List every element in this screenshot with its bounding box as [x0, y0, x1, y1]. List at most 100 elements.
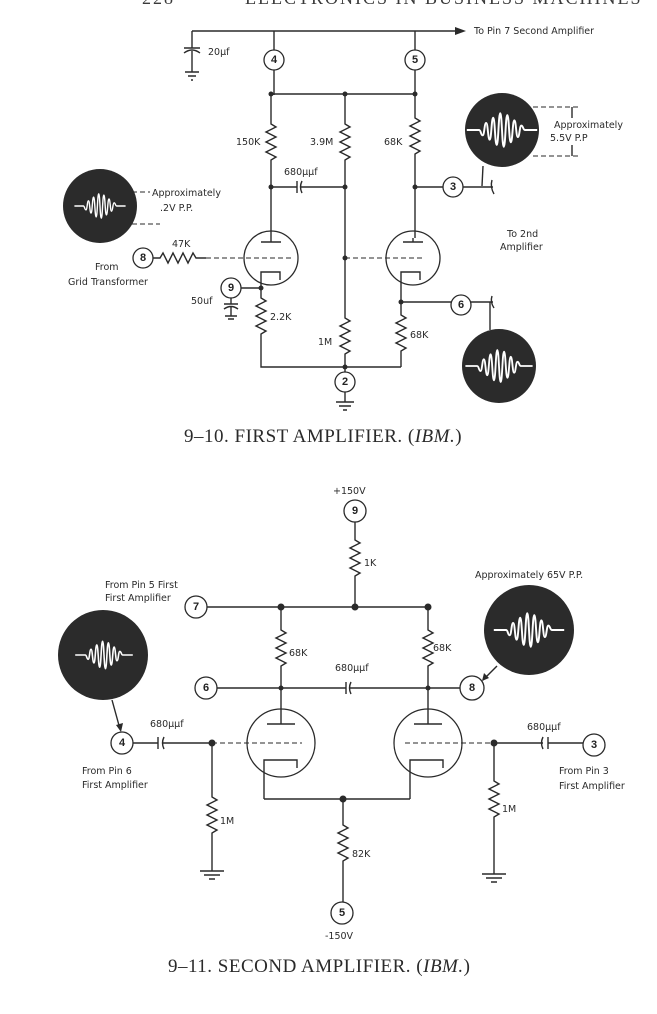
resistor-47k-label: 47K [172, 239, 191, 250]
pin-5 [404, 49, 426, 71]
resistor-1m-label: 1M [318, 337, 332, 348]
amplitude-marker [533, 106, 578, 157]
capacitor-680-left-label: 680μμf [150, 719, 184, 730]
resistor-68k-plate-label: 68K [384, 137, 403, 148]
resistor-1k-label: 1K [364, 558, 377, 569]
pin-8-label: 8 [140, 252, 146, 264]
resistor-47k [153, 251, 206, 265]
resistor-2-2k [241, 287, 401, 368]
scope-pointer [111, 699, 121, 730]
resistor-150k-label: 150K [236, 137, 261, 148]
arrow-icon [116, 723, 123, 732]
wire-break [490, 179, 495, 195]
supply-wires [273, 31, 416, 95]
resistor-68k-left [274, 607, 288, 712]
pin-3-label: 3 [591, 739, 597, 751]
pin-6 [450, 294, 472, 316]
capacitor-680-right-label: 680μμf [527, 722, 561, 733]
capacitor-680uuf [271, 180, 345, 194]
resistor-1k [348, 522, 362, 607]
resistor-3-9m-label: 3.9M [310, 137, 333, 148]
junction-dot [268, 184, 274, 190]
oscilloscope-trace-input [58, 610, 148, 700]
tube-plate [414, 712, 442, 725]
scope-output-label-2: 5.5V P.P [550, 133, 588, 144]
tube-plate [267, 712, 295, 725]
tube-plate [261, 238, 281, 243]
resistor-68k-right-label: 68K [433, 643, 452, 654]
pin-4-label: 4 [271, 54, 278, 66]
resistor-68k-plate [408, 94, 422, 238]
plus-150v-label: +150V [333, 486, 366, 497]
pin-5 [330, 901, 354, 925]
resistor-3-9m [338, 94, 352, 290]
figure-first-amplifier: To Pin 7 Second Amplifier 20μf 4 5 150K … [63, 26, 623, 447]
junction-dot [351, 603, 359, 611]
from-pin5-label-2: First Amplifier [105, 593, 171, 604]
from-pin3-label-2: First Amplifier [559, 781, 625, 792]
scope-pointer [481, 165, 484, 187]
tube-cathode [263, 759, 298, 799]
capacitor-680-left [133, 736, 212, 750]
pin-8 [459, 675, 485, 701]
to-pin7-label: To Pin 7 Second Amplifier [473, 26, 594, 37]
junction-dot [278, 685, 284, 691]
pin-3 [442, 176, 464, 198]
scope-input-label-1: Approximately [152, 188, 221, 199]
arrow-icon [482, 673, 489, 681]
pin-9-label: 9 [228, 282, 234, 294]
resistor-1m-left-label: 1M [220, 816, 234, 827]
pin-2-label: 2 [342, 376, 348, 388]
scope-input-label-2: .2V P.P. [160, 203, 193, 214]
capacitor-680-right [493, 736, 583, 750]
wire-break [490, 295, 495, 309]
pin-7-label: 7 [193, 601, 199, 613]
tube-cathode [400, 271, 421, 302]
pin-3 [582, 733, 606, 757]
tube-cathode [260, 271, 281, 288]
cap-20uf-label: 20μf [208, 47, 230, 58]
resistor-150k [264, 94, 278, 238]
capacitor-680-mid [217, 681, 460, 695]
resistor-1m-right-label: 1M [502, 804, 516, 815]
junction-dot [425, 685, 431, 691]
running-title: ELECTRONICS IN BUSINESS MACHINES [245, 0, 643, 8]
amplitude-marker [132, 191, 160, 225]
figure-caption-9-11: 9–11. SECOND AMPLIFIER. (IBM.) [168, 956, 470, 977]
resistor-1m [338, 290, 352, 367]
to-2nd-label-2: Amplifier [500, 242, 543, 253]
pin-3-label: 3 [450, 181, 456, 193]
capacitor-680-label: 680μμf [284, 167, 318, 178]
from-pin6-label-2: First Amplifier [82, 780, 148, 791]
resistor-68k-left-label: 68K [289, 648, 308, 659]
pin-6-label: 6 [458, 299, 464, 311]
figure-caption-9-10: 9–10. FIRST AMPLIFIER. (IBM.) [184, 426, 462, 447]
pin-4-label: 4 [119, 737, 126, 749]
pin-2 [334, 371, 356, 393]
junction-dot [342, 255, 348, 261]
to-2nd-label-1: To 2nd [506, 229, 538, 240]
pin-8-label: 8 [469, 682, 475, 694]
pin-5-label: 5 [412, 54, 418, 66]
ground-icon [336, 367, 354, 411]
from-pin3-label-1: From Pin 3 [559, 766, 609, 777]
from-label-1: From [95, 262, 119, 273]
capacitor-20uf [183, 31, 201, 81]
capacitor-50uf [223, 298, 239, 320]
figure-second-amplifier: +150V 9 1K 7 From Pin 5 First First Ampl… [58, 486, 625, 977]
vacuum-tube-1 [243, 230, 299, 286]
from-pin6-label-1: From Pin 6 [82, 766, 132, 777]
tube-cathode [409, 759, 444, 799]
pin-4 [263, 49, 285, 71]
minus-150v-label: -150V [325, 931, 354, 942]
from-label-2: Grid Transformer [68, 277, 148, 288]
capacitor-50uf-label: 50uf [191, 296, 213, 307]
resistor-68k-cathode-label: 68K [410, 330, 429, 341]
pin-5-label: 5 [339, 907, 345, 919]
resistor-1m-left [200, 743, 224, 880]
scope-output-label-1: Approximately [554, 120, 623, 131]
resistor-82k-label: 82K [352, 849, 371, 860]
pin-9-label: 9 [352, 505, 358, 517]
resistor-2-2k-label: 2.2K [270, 312, 292, 323]
